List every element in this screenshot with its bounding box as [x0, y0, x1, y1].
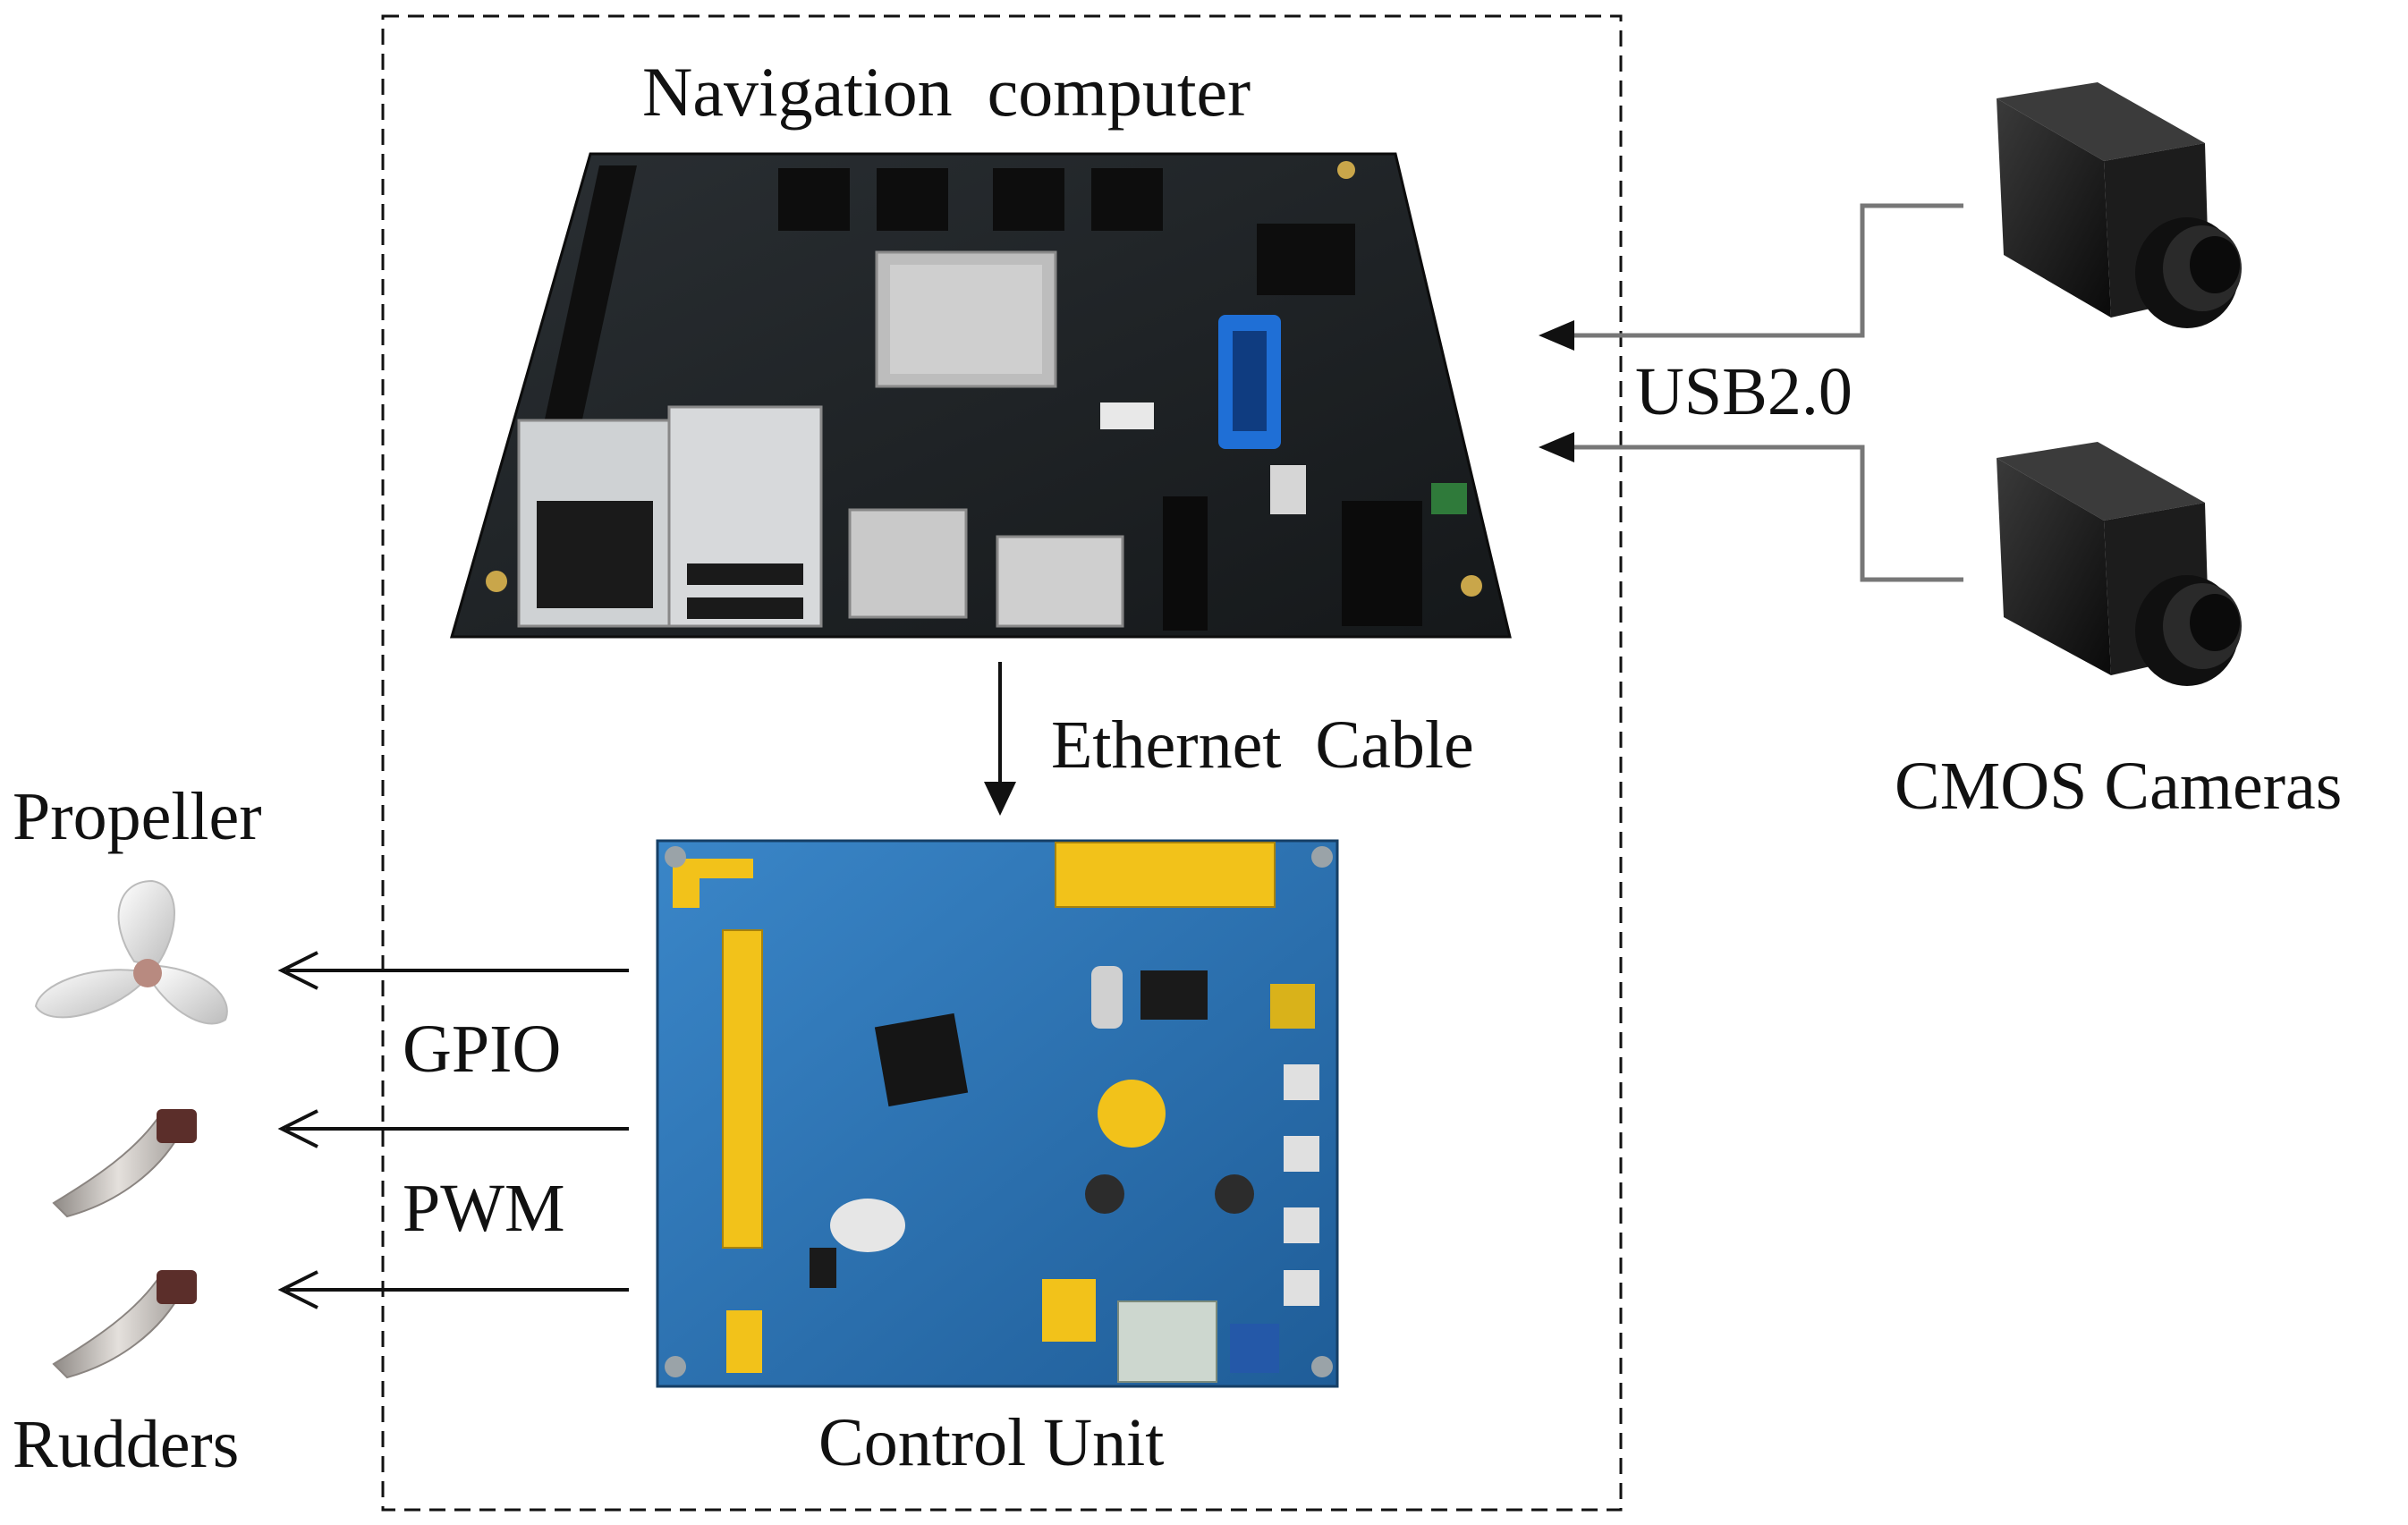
rudders-label: Rudders: [13, 1407, 240, 1482]
gpio-arrow: [277, 951, 629, 990]
ethernet-arrowhead: [984, 782, 1016, 816]
control-unit-board: [656, 839, 1339, 1388]
ethernet-cable-label: Ethernet Cable: [1051, 707, 1474, 783]
propeller-image: [34, 879, 228, 1025]
usb-arrowhead-top: [1539, 320, 1574, 351]
propeller-label: Propeller: [13, 779, 262, 854]
rudder-image-top: [52, 1109, 197, 1218]
camera-bottom: [1997, 442, 2242, 686]
control-unit-label: Control Unit: [818, 1405, 1165, 1480]
rudder-image-bottom: [52, 1270, 197, 1379]
navigation-computer-board: [450, 152, 1512, 639]
gpio-label: GPIO: [403, 1012, 562, 1087]
dashed-enclosure: [381, 14, 1623, 1512]
navigation-computer-label: Navigation computer: [642, 53, 1251, 131]
pwm-label: PWM: [403, 1171, 565, 1246]
pwm-arrow-bottom: [277, 1270, 629, 1309]
cmos-cameras-label: CMOS Cameras: [1895, 749, 2343, 824]
pwm-arrow-top: [277, 1109, 629, 1148]
camera-bottom-cable: [1556, 445, 1963, 582]
camera-top-cable: [1556, 203, 1963, 338]
camera-top: [1997, 82, 2242, 328]
usb-arrowhead-bottom: [1539, 432, 1574, 462]
usb-label: USB2.0: [1635, 354, 1853, 429]
